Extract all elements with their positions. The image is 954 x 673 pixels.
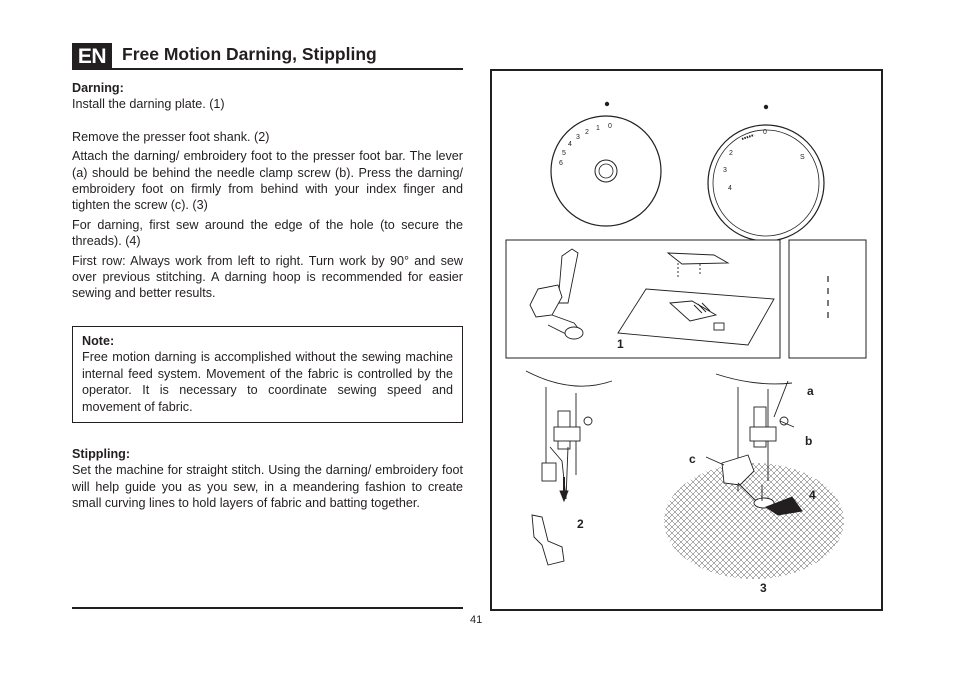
darning-step-2: Remove the presser foot shank. (2) <box>72 129 270 144</box>
figure-label-c: c <box>689 452 696 466</box>
note-box: Note: Free motion darning is accomplishe… <box>72 326 463 424</box>
title-divider <box>72 68 463 70</box>
side-panel <box>788 239 867 359</box>
stitch-length-dial: 0 1 2 3 4 5 6 <box>550 101 662 227</box>
darning-step-1: Install the darning plate. (1) <box>72 97 225 112</box>
stippling-heading: Stippling: <box>72 447 131 461</box>
darning-step-3: Attach the darning/ embroidery foot to t… <box>72 149 463 213</box>
darning-step-5: First row: Always work from left to righ… <box>72 253 463 301</box>
bottom-divider <box>72 607 463 609</box>
figure-label-3: 3 <box>760 581 767 595</box>
illustration-panel: 0 1 2 3 4 5 6 0 2 3 4 S <box>490 69 883 611</box>
dial1-mark-0: 0 <box>608 123 612 130</box>
dial2-mark-3: 3 <box>723 167 727 174</box>
dial2-mark-0: 0 <box>763 129 767 136</box>
figure-label-a: a <box>807 384 814 398</box>
dial2-mark-4: 4 <box>728 185 732 192</box>
stitch-width-dial: 0 2 3 4 S <box>707 104 825 242</box>
dial1-mark-5: 5 <box>562 150 566 157</box>
presser-foot-drawing <box>525 370 613 566</box>
dial1-mark-3: 3 <box>576 134 580 141</box>
darning-step-4: For darning, first sew around the edge o… <box>72 217 463 249</box>
figure-label-4: 4 <box>809 488 816 502</box>
darning-foot-drawing <box>664 373 844 579</box>
dial1-mark-4: 4 <box>568 141 572 148</box>
figure-label-1: 1 <box>617 337 624 351</box>
figure-label-b: b <box>805 434 812 448</box>
darning-plate-drawing <box>529 248 775 346</box>
darning-section: Darning: Install the darning plate. (1) … <box>72 80 463 302</box>
language-badge: EN <box>72 43 112 70</box>
stippling-section: Stippling: Set the machine for straight … <box>72 446 463 512</box>
dial2-mark-s: S <box>800 154 805 161</box>
note-heading: Note: <box>82 334 115 348</box>
note-body: Free motion darning is accomplished with… <box>82 350 453 414</box>
page-number: 41 <box>470 614 483 626</box>
illustration-svg: 0 1 2 3 4 5 6 0 2 3 4 S <box>505 101 867 595</box>
dial2-mark-2: 2 <box>729 150 733 157</box>
dial1-mark-6: 6 <box>559 160 563 167</box>
stippling-body: Set the machine for straight stitch. Usi… <box>72 463 463 511</box>
dial1-mark-1: 1 <box>596 125 600 132</box>
dial1-mark-2: 2 <box>585 129 589 136</box>
figure-label-2: 2 <box>577 517 584 531</box>
darning-heading: Darning: <box>72 81 124 95</box>
page-title: Free Motion Darning, Stippling <box>122 44 377 64</box>
